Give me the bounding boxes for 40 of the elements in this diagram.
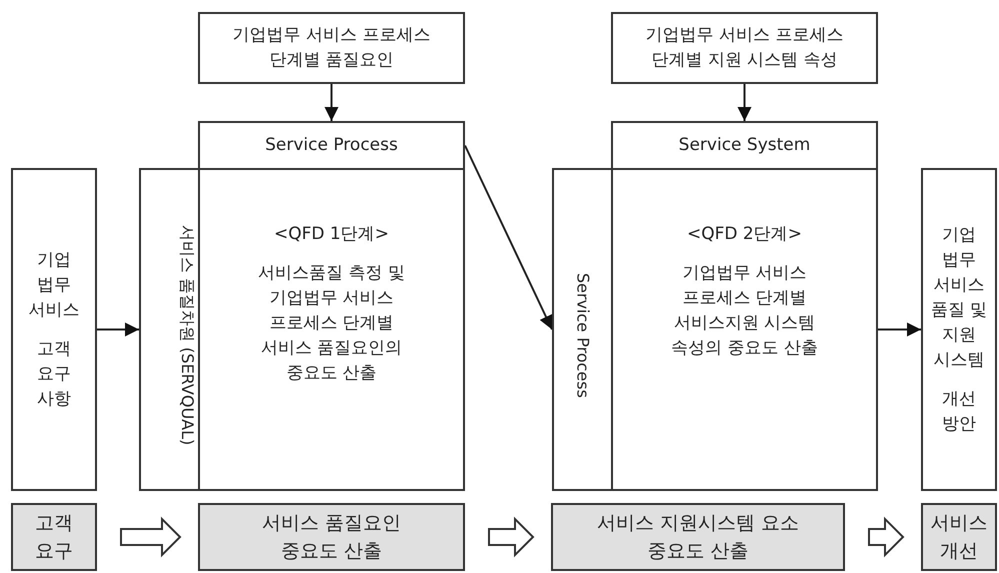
output-box	[921, 168, 997, 491]
box-text: 고객 요구	[34, 511, 74, 564]
box-text: 서비스 지원시스템 요소 중요도 산출	[596, 511, 800, 564]
vertical-label-box	[552, 168, 613, 491]
input-box	[11, 168, 97, 491]
stage-heading: <QFD 1단계>	[274, 223, 389, 246]
box-text: 기업 법무 서비스	[28, 248, 80, 322]
box-text: 기업법무 서비스 프로세스 단계별 서비스지원 시스템 속성의 중요도 산출	[670, 262, 819, 360]
step-box	[11, 503, 97, 571]
vertical-label-box	[139, 168, 200, 491]
box-text: 서비스 품질요인 중요도 산출	[260, 511, 402, 564]
box-text: 기업 법무 서비스 품질 및 지원 시스템	[930, 224, 988, 372]
vertical-label: Service Process	[572, 273, 594, 398]
process-box	[611, 168, 878, 491]
arrow	[97, 322, 139, 336]
stage-heading: <QFD 2단계>	[687, 223, 802, 246]
block-arrow	[488, 516, 534, 558]
block-arrow	[120, 516, 182, 558]
box-text: 개선 방안	[941, 388, 977, 436]
step-box	[551, 503, 845, 571]
factor-box	[198, 12, 465, 84]
arrow	[738, 84, 752, 121]
block-arrow	[868, 516, 904, 558]
box-text: 기업법무 서비스 프로세스 단계별 지원 시스템 속성	[644, 24, 844, 72]
box-text: 기업법무 서비스 프로세스 단계별 품질요인	[232, 24, 432, 72]
header-box	[198, 121, 465, 170]
box-text: Service System	[678, 134, 810, 157]
process-box	[198, 168, 465, 491]
arrow	[464, 145, 553, 330]
arrow	[878, 322, 921, 336]
box-text: Service Process	[265, 134, 398, 157]
attribute-box	[611, 12, 878, 84]
vertical-label: 서비스 품질차원 (SERVQUAL)	[177, 225, 198, 446]
box-text: 서비스품질 측정 및 기업법무 서비스 프로세스 단계별 서비스 품질요인의 중요도 산출	[257, 262, 406, 385]
step-box	[198, 503, 465, 571]
step-box	[921, 503, 997, 571]
arrow	[324, 84, 338, 121]
header-box	[611, 121, 878, 170]
box-text: 고객 요구 사항	[36, 338, 72, 410]
box-text: 서비스 개선	[930, 511, 988, 564]
